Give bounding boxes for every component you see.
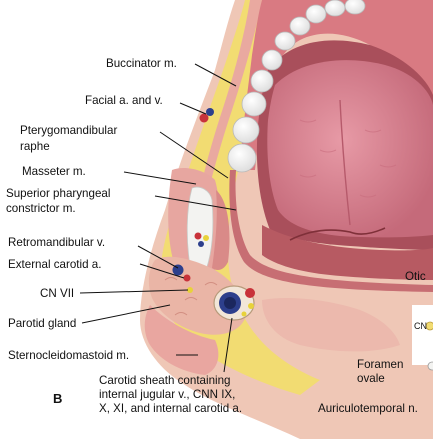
internal-jugular-vein-lumen — [224, 297, 236, 309]
tongue — [267, 60, 433, 238]
internal-carotid-artery — [245, 288, 255, 298]
leader-lines — [79, 63, 237, 373]
tooth — [241, 91, 267, 117]
leader-facial — [179, 102, 207, 115]
label-retromandibular: Retromandibular v. — [8, 236, 105, 249]
label-carotid-sheath-3: X, XI, and internal carotid a. — [99, 402, 242, 415]
label-carotid-sheath-2: internal jugular v., CNN IX, — [99, 388, 235, 401]
panel-letter: B — [53, 391, 62, 406]
leader-retromandibular — [137, 245, 179, 269]
labels: Buccinator m. Facial a. and v. Pterygoma… — [6, 57, 427, 415]
pharynx-mucosa — [262, 225, 433, 280]
foramen-marker — [427, 361, 433, 371]
facial-vein — [206, 108, 214, 116]
label-foramen-2: ovale — [357, 372, 385, 385]
prevertebral-region — [262, 298, 400, 352]
tongue-texture — [299, 119, 397, 198]
leader-carotid-sheath — [223, 317, 233, 373]
label-pterygomandibular-1: Pterygomandibular — [20, 124, 117, 137]
label-superior-1: Superior pharyngeal — [6, 187, 110, 200]
cranial-nerve — [248, 303, 254, 309]
tooth — [289, 16, 311, 36]
leader-superior — [154, 195, 237, 211]
cn-marker — [425, 321, 433, 331]
label-cn-vii: CN VII — [40, 287, 74, 300]
label-pterygomandibular-2: raphe — [20, 140, 50, 153]
tooth — [261, 49, 283, 71]
tooth — [227, 143, 257, 173]
mandible-ramus — [186, 186, 214, 273]
buccinator-muscle — [202, 0, 262, 185]
vessel-upper-yellow — [203, 235, 209, 241]
label-otic: Otic — [405, 270, 426, 283]
vessel-upper-red — [194, 232, 202, 240]
label-carotid-sheath-1: Carotid sheath containing — [99, 374, 230, 387]
retromandibular-vein — [172, 264, 184, 276]
external-carotid-artery — [183, 274, 191, 282]
label-sternocleido: Sternocleidomastoid m. — [8, 349, 129, 362]
facial-artery — [199, 113, 209, 123]
leader-external-carotid — [139, 263, 185, 279]
vessel-upper-blue — [198, 241, 204, 247]
label-facial: Facial a. and v. — [85, 94, 163, 107]
cn-vii-nerve — [187, 287, 193, 293]
label-foramen-1: Foramen — [357, 358, 403, 371]
medial-pterygoid — [212, 190, 230, 270]
label-cn-cut: CN — [414, 321, 427, 331]
leader-parotid — [81, 304, 171, 324]
teeth-arch — [227, 0, 366, 173]
label-buccinator: Buccinator m. — [106, 57, 177, 70]
leader-masseter — [123, 171, 197, 185]
sternocleidomastoid-muscle — [144, 305, 219, 375]
tooth — [344, 0, 366, 15]
tooth — [250, 69, 274, 93]
tooth — [274, 31, 296, 51]
label-parotid: Parotid gland — [8, 317, 76, 330]
tongue-median-groove — [339, 99, 351, 226]
adjacent-panel-bg — [412, 305, 433, 365]
tooth — [305, 4, 327, 24]
label-superior-2: constrictor m. — [6, 202, 76, 215]
leader-cn-vii — [79, 289, 189, 294]
parotid-lobules — [164, 277, 233, 316]
vessels — [172, 108, 214, 293]
leader-buccinator — [194, 63, 237, 87]
pharynx-folds — [289, 227, 386, 241]
label-external-carotid: External carotid a. — [8, 258, 101, 271]
tooth — [232, 116, 260, 144]
label-auriculotemporal: Auriculotemporal n. — [318, 402, 418, 415]
leader-pterygo — [159, 131, 229, 179]
cranial-nerve-2 — [241, 311, 247, 317]
label-masseter: Masseter m. — [22, 165, 86, 178]
tooth — [324, 0, 346, 17]
carotid-sheath — [213, 285, 255, 321]
